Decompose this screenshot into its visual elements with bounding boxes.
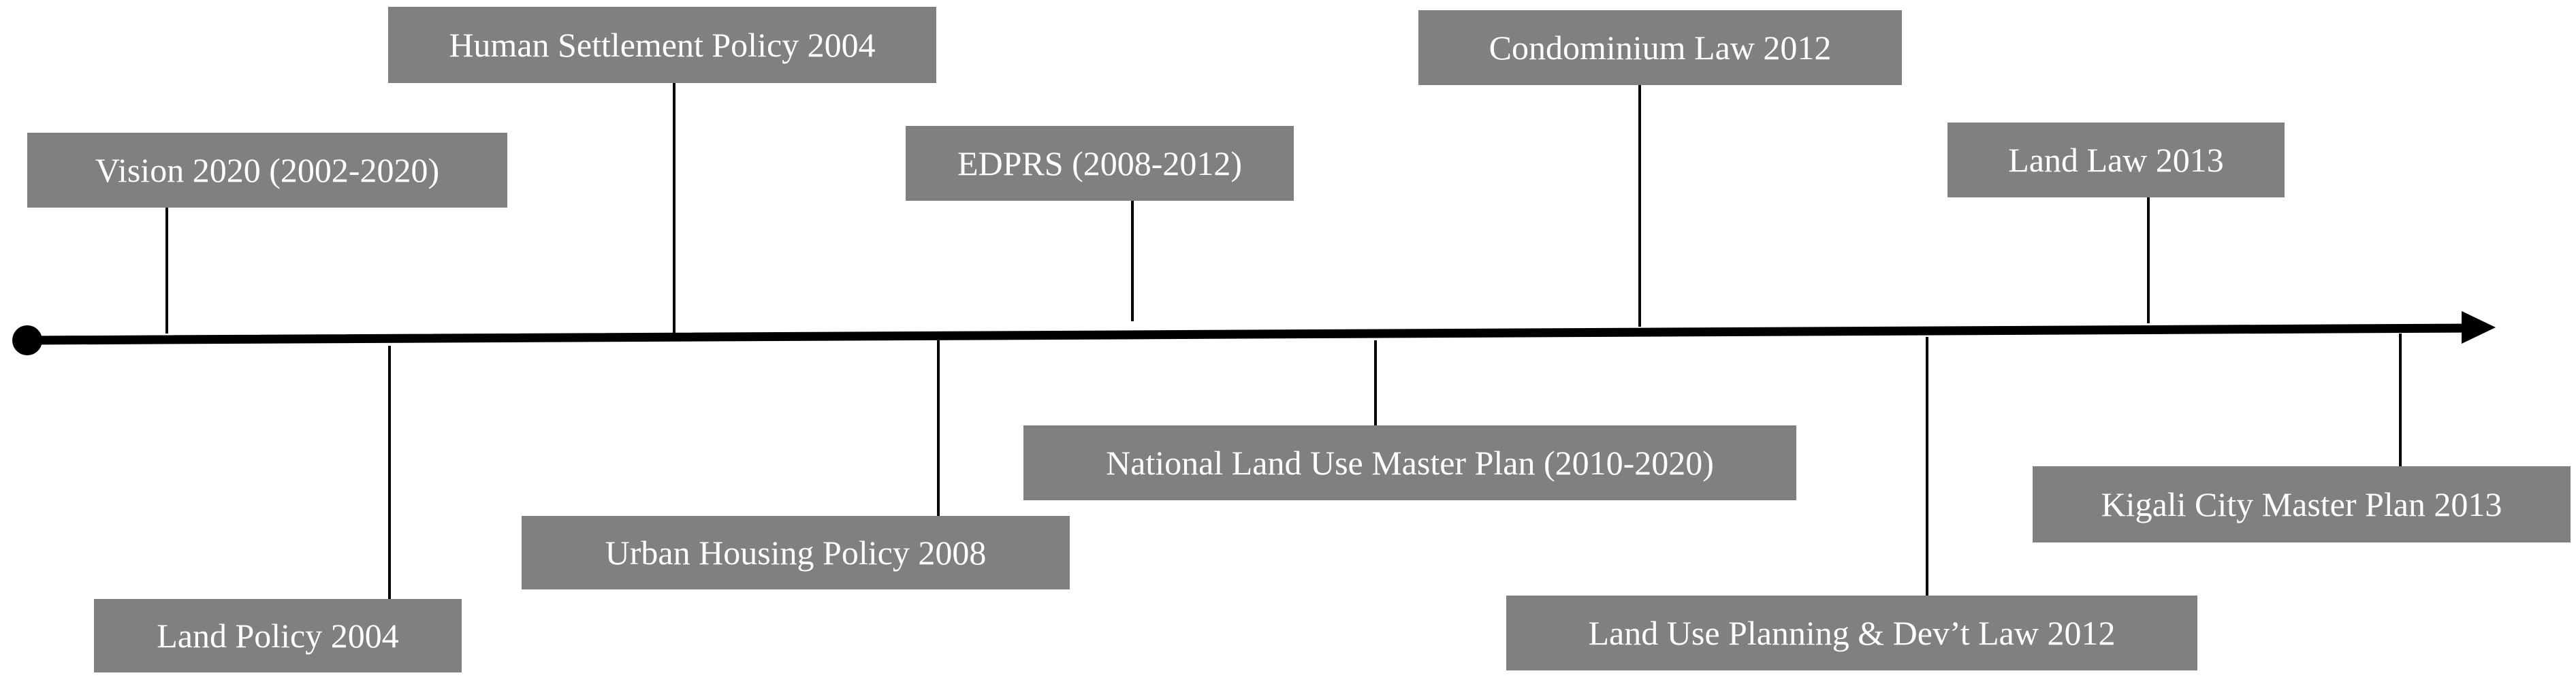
timeline-arrowhead — [2462, 311, 2496, 344]
milestone-edprs: EDPRS (2008-2012) — [906, 126, 1294, 201]
milestone-urban-housing-policy: Urban Housing Policy 2008 — [522, 516, 1070, 589]
milestone-land-policy: Land Policy 2004 — [94, 599, 462, 672]
milestone-human-settlement-policy: Human Settlement Policy 2004 — [388, 7, 936, 83]
timeline-axis — [22, 323, 2483, 345]
milestone-land-law: Land Law 2013 — [1947, 123, 2285, 197]
milestone-kigali-city-master-plan: Kigali City Master Plan 2013 — [2033, 466, 2571, 542]
milestone-condominium-law: Condominium Law 2012 — [1418, 10, 1902, 85]
milestone-national-land-use-master-plan: National Land Use Master Plan (2010-2020… — [1023, 425, 1796, 500]
milestone-vision-2020: Vision 2020 (2002-2020) — [27, 133, 507, 208]
timeline-start-dot — [12, 325, 42, 355]
milestone-land-use-planning-law: Land Use Planning & Dev’t Law 2012 — [1506, 596, 2197, 670]
